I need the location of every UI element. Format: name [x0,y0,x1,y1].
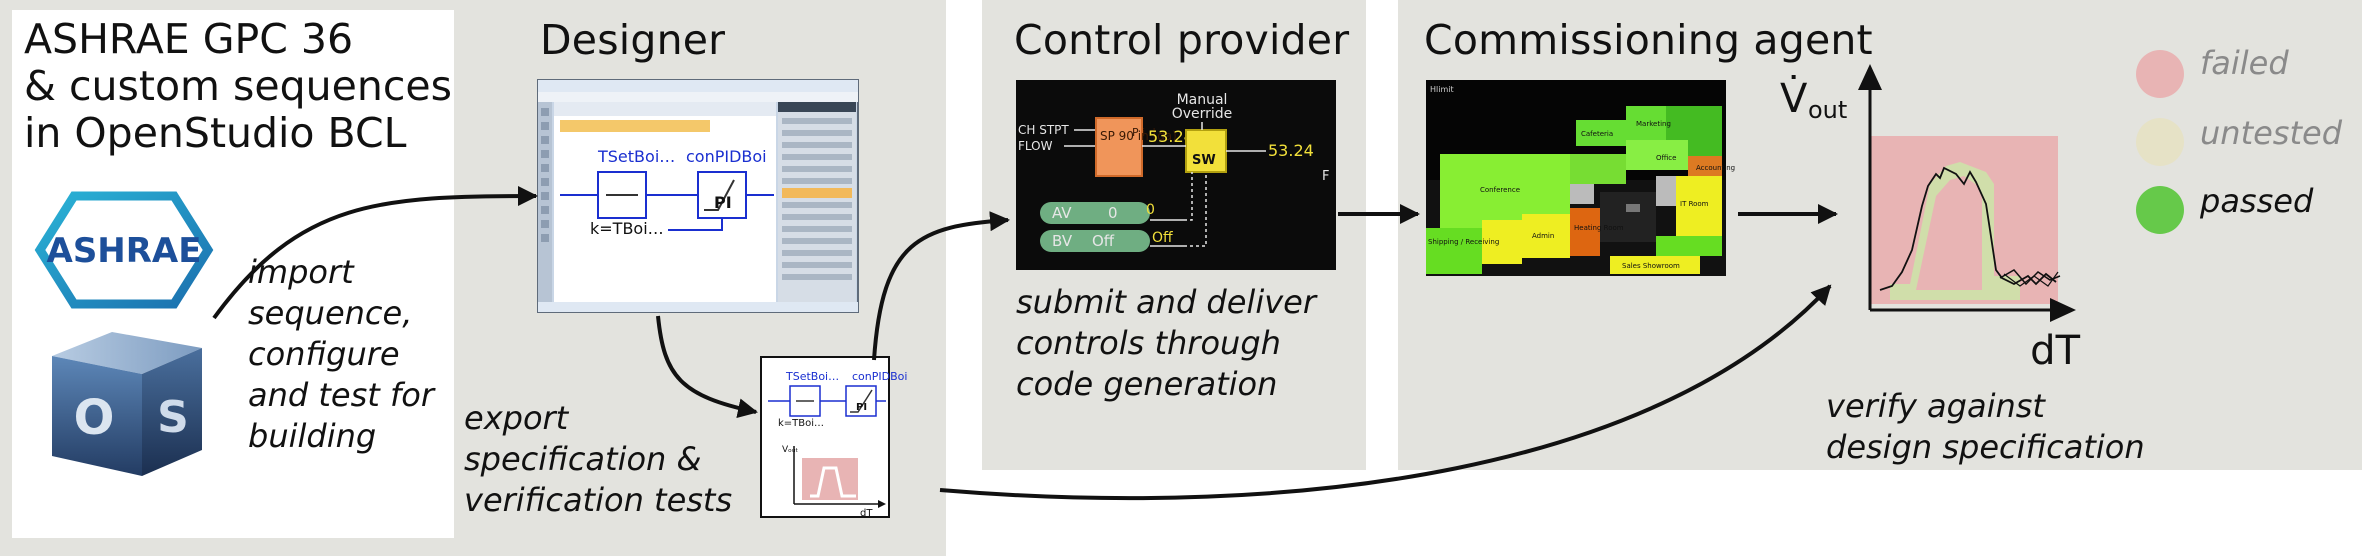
control-provider-caption: submit and deliver controls through code… [1016,282,1316,405]
import-caption-line: import [248,253,354,291]
pid-side-label: P i d [1132,126,1156,139]
os-logo-letter: S [157,392,189,443]
verify-caption-line: verify against [1826,387,2045,425]
export-caption-line: verification tests [464,481,733,519]
override-label: Override [1172,106,1233,122]
designer-title: Designer [540,16,726,64]
import-caption-line: configure [248,335,400,373]
bv-value: Off [1092,232,1115,250]
legend-label-untested: untested [2200,114,2343,152]
plot-y-label: V̇ [1780,75,1808,122]
legend-swatch-failed [2136,50,2184,98]
room-label: Shipping / Receiving [1428,238,1499,246]
legend-label-failed: failed [2200,44,2289,82]
room-label: Sales Showroom [1622,262,1680,270]
room-label: Office [1656,154,1676,162]
room-label: Heating Room [1574,224,1624,232]
ch-stpt-label: CH STPT [1018,123,1069,137]
sw-label: SW [1192,153,1216,168]
import-caption-line: and test for [248,376,434,414]
floorplan-screenshot: Hlimit Cafeteria Marketing Office Confer… [1426,80,1735,276]
commissioning-title: Commissioning agent [1424,16,1873,64]
verification-plot: V̇ out dT [1780,64,2081,374]
ashrae-logo-text: ASHRAE [47,231,202,271]
export-x-label: dT [860,508,873,519]
export-k-label: k=TBoi… [778,418,824,429]
source-heading-line: in OpenStudio BCL [24,109,407,157]
export-caption: export specification & verification test… [464,398,732,521]
openstudio-logo-icon: O S [52,332,202,476]
out-off: Off [1152,230,1173,246]
export-pid-label: conPIDBoi [852,370,907,383]
room-label: Marketing [1636,120,1671,128]
control-caption-line: submit and deliver [1016,283,1316,321]
source-heading: ASHRAE GPC 36 & custom sequences in Open… [24,16,452,157]
legend-swatch-passed [2136,186,2184,234]
control-caption-line: code generation [1016,365,1278,403]
export-y-label: Vₒᵤₜ [782,445,799,455]
room-label: Conference [1480,186,1520,194]
designer-k-label: k=TBoi… [590,219,664,238]
av-label: AV [1052,204,1072,222]
ashrae-logo-icon: ASHRAE [34,191,214,309]
flow-label: FLOW [1018,139,1053,153]
legend-label-passed: passed [2200,182,2314,220]
edge-letter: F [1322,169,1329,184]
os-logo-letter: O [74,390,115,446]
source-heading-line: & custom sequences [24,62,452,110]
value-1: 53.24 [1148,127,1194,146]
room-label: IT Room [1680,200,1709,208]
import-caption-line: sequence, [248,294,413,332]
designer-screenshot: TSetBoi… conPIDBoi PI k=TBoi… [537,79,859,313]
verify-caption: verify against design specification [1826,386,2145,468]
designer-pi-label: PI [714,193,732,212]
export-caption-line: specification & [464,440,702,478]
plot-x-label: dT [2030,328,2080,374]
bv-label: BV [1052,232,1073,250]
export-thumbnail: TSetBoi… conPIDBoi PI k=TBoi… Vₒᵤₜ dT [760,356,907,519]
control-provider-title: Control provider [1014,16,1350,64]
floorplan-label: Hlimit [1430,85,1454,94]
verify-caption-line: design specification [1826,428,2145,466]
out-zero: 0 [1146,202,1155,218]
import-caption: import sequence, configure and test for … [248,252,434,457]
plot-y-sub: out [1808,96,1847,124]
export-pi-label: PI [856,402,867,413]
value-2: 53.24 [1268,141,1314,160]
pid-block-label: SP 90 in (da) [1100,129,1177,143]
export-tset-label: TSetBoi… [785,370,839,383]
export-caption-line: export [464,399,569,437]
control-caption-line: controls through [1016,324,1281,362]
av-value: 0 [1108,204,1118,222]
legend-swatch-untested [2136,118,2184,166]
source-heading-line: ASHRAE GPC 36 [24,15,354,63]
room-label: Admin [1532,232,1554,240]
control-provider-screenshot: Manual Override CH STPT FLOW SP 90 in (d… [1016,80,1336,270]
room-label: Accounting [1696,164,1735,172]
designer-tset-label: TSetBoi… [597,147,675,166]
legend: failed untested passed [2136,44,2356,244]
override-label: Manual [1177,92,1228,108]
room-label: Cafeteria [1581,130,1613,138]
designer-pid-label: conPIDBoi [686,147,767,166]
import-caption-line: building [248,417,377,455]
